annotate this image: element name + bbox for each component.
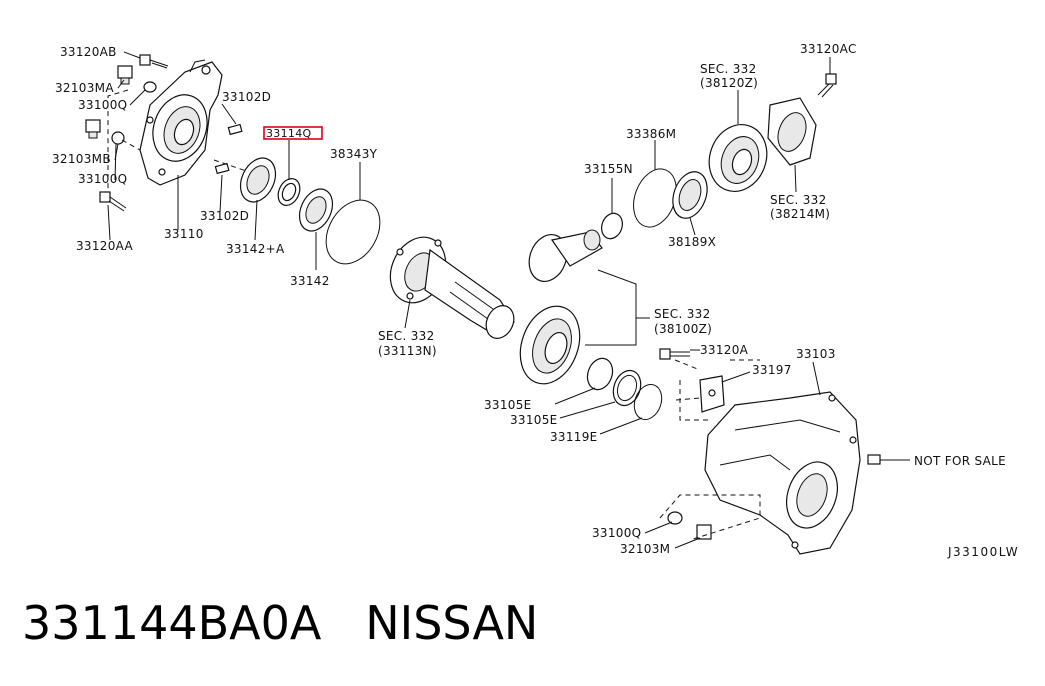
label-33110: 33110 (164, 227, 204, 241)
shim-33105E-b (612, 369, 642, 407)
ring-33114Q (277, 178, 301, 206)
label-33119E: 33119E (550, 430, 598, 444)
selected-part-highlight (263, 126, 323, 140)
label-33100Q-c: 33100Q (592, 526, 641, 540)
label-33142: 33142 (290, 274, 330, 288)
cover-38214M (767, 97, 817, 166)
leader-lines (107, 51, 910, 549)
label-33155N: 33155N (584, 162, 633, 176)
bearing-38189X (672, 171, 708, 219)
label-33100Q-a: 33100Q (78, 98, 127, 112)
label-32103MB: 32103MB (52, 152, 111, 166)
label-33142A: 33142+A (226, 242, 285, 256)
label-33120AC: 33120AC (800, 42, 857, 56)
adapter-housing-33110 (139, 59, 223, 186)
label-32103M: 32103M (620, 542, 670, 556)
label-33102D-a: 33102D (222, 90, 271, 104)
bolt-33120AC (817, 73, 837, 98)
label-33386M: 33386M (626, 127, 676, 141)
label-sec332-33113N-b: (33113N) (378, 344, 437, 358)
transfer-case-33103 (704, 391, 861, 555)
washer-33100Q-top (143, 81, 157, 93)
label-33197: 33197 (752, 363, 792, 377)
flange-shaft-33113N (389, 236, 515, 339)
o-ring-33119E (633, 384, 663, 420)
label-sec332-38100Z-b: (38100Z) (654, 322, 712, 336)
label-33105E-a: 33105E (484, 398, 532, 412)
o-ring-38343Y (325, 199, 381, 265)
diagram-reference-code: J33100LW (947, 545, 1019, 559)
washer-33155N (601, 212, 623, 240)
bolt-33120AB (139, 54, 169, 69)
label-33105E-b: 33105E (510, 413, 558, 427)
label-38343Y: 38343Y (330, 147, 378, 161)
bolt-33120A (659, 348, 690, 360)
plug-32103MB (85, 119, 101, 139)
label-sec332-38120Z-a: SEC. 332 (700, 62, 757, 76)
label-33102D-b: 33102D (200, 209, 249, 223)
dowel-pins-33102D (214, 123, 243, 175)
label-sec332-38214M-b: (38214M) (770, 207, 830, 221)
label-sec332-33113N-a: SEC. 332 (378, 329, 435, 343)
not-for-sale-pin (867, 454, 881, 465)
oil-seal-33142 (298, 188, 334, 232)
label-33100Q-b: 33100Q (78, 172, 127, 186)
part-number-caption: 331144BA0A NISSAN (22, 596, 539, 650)
bearing-housing-38120Z (708, 124, 768, 192)
label-sec332-38214M-a: SEC. 332 (770, 193, 827, 207)
shim-33105E-a (586, 357, 614, 391)
label-33103: 33103 (796, 347, 836, 361)
plug-32103M (696, 524, 712, 540)
washer-33100Q-mid (111, 131, 125, 145)
plug-32103MA (117, 65, 133, 85)
label-33120AA: 33120AA (76, 239, 134, 253)
pinion-gear (528, 229, 603, 282)
bracket-33197 (699, 375, 725, 413)
oil-seal-33142A (239, 157, 277, 203)
label-sec332-38120Z-b: (38120Z) (700, 76, 758, 90)
label-sec332-38100Z-a: SEC. 332 (654, 307, 711, 321)
label-32103MA: 32103MA (55, 81, 114, 95)
label-38189X: 38189X (668, 235, 716, 249)
label-33120AB: 33120AB (60, 45, 117, 59)
washer-33100Q-bottom (667, 511, 683, 525)
label-33114Q: 33114Q (266, 127, 311, 140)
label-33120A: 33120A (700, 343, 749, 357)
bolt-33120AA (99, 191, 127, 212)
label-not-for-sale: NOT FOR SALE (914, 454, 1006, 468)
ring-gear (519, 305, 581, 385)
